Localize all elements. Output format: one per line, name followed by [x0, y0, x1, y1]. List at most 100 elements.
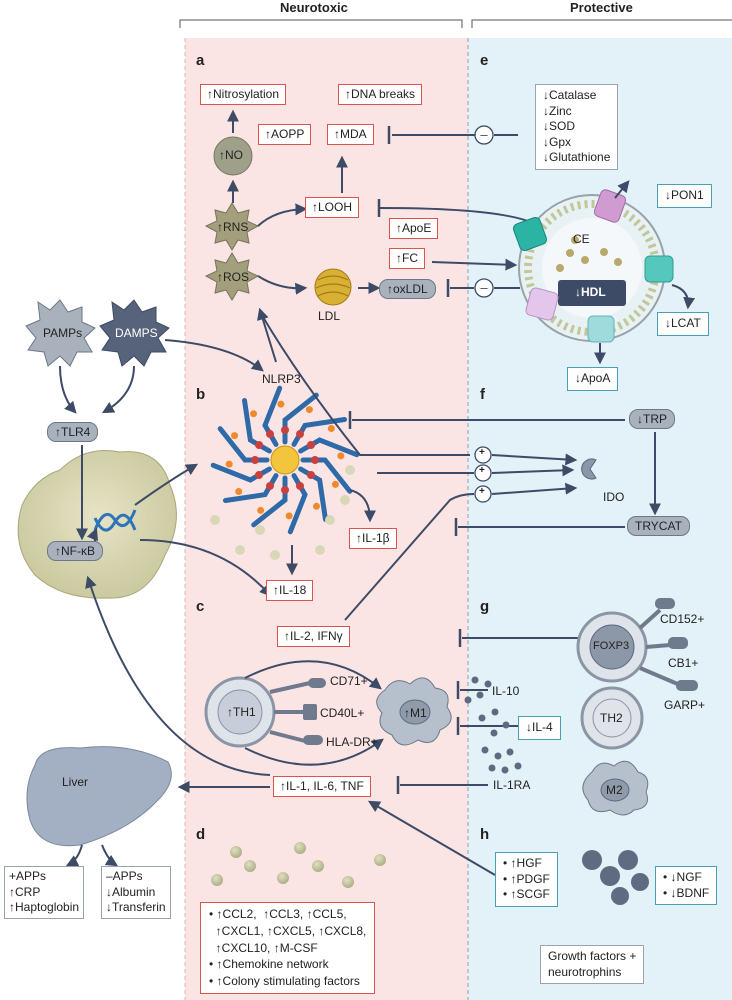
pamps-shape	[25, 299, 96, 367]
inflammasome-arm	[291, 417, 348, 447]
inflammasome-node	[337, 452, 345, 460]
il1b-box: ↑IL-1β	[349, 528, 397, 549]
inflammasome-arm	[282, 392, 319, 445]
svg-text:–: –	[480, 280, 488, 295]
growth-caption-line: Growth factors +	[548, 949, 637, 963]
antioxidant-item: ↓SOD	[543, 119, 576, 134]
cd40l-label: CD40L+	[320, 706, 365, 720]
inflammasome-node	[235, 487, 243, 495]
rns-star	[204, 202, 260, 251]
ce-label: CE	[573, 232, 590, 246]
dna-breaks-box: ↑DNA breaks	[338, 84, 423, 105]
ldl-label: LDL	[318, 309, 341, 323]
inflammasome-node	[250, 410, 258, 418]
il4-box: ↓IL-4	[518, 716, 561, 740]
nfkb-pill: ↑NF-κB	[47, 541, 103, 562]
pamps-label: PAMPs	[43, 326, 83, 340]
plus-label-2: +	[479, 465, 485, 476]
acute-phase-item: ↓Transferin	[106, 900, 166, 915]
no-circle	[213, 136, 253, 176]
th2-label: TH2	[600, 711, 623, 725]
th1-label: ↑TH1	[227, 705, 256, 719]
cd71-label: CD71+	[330, 674, 368, 688]
chemokine-box: • ↑CCL2, ↑CCL3, ↑CCL5, ↑CXCL1, ↑CXCL5, ↑…	[200, 902, 376, 994]
inflammasome-arm	[242, 397, 272, 454]
neurotoxic-bracket	[179, 19, 463, 28]
aopp-box: ↑AOPP	[258, 124, 312, 145]
no-label: ↑NO	[219, 148, 243, 162]
inflammasome-arm	[298, 437, 360, 458]
fc-box: ↑FC	[389, 248, 425, 269]
plus-label-1: +	[479, 447, 485, 458]
trycat-pill: TRYCAT	[627, 516, 690, 537]
chemokine-item: ↑CXCL10, ↑M-CSF	[209, 940, 318, 955]
growth-factor-item: • ↑SCGF	[503, 887, 550, 902]
antioxidant-item: ↓Gpx	[543, 134, 572, 149]
tlr4-pill: ↑TLR4	[47, 422, 99, 443]
il1ra-label: IL-1RA	[493, 778, 531, 792]
growth-factor-item: • ↓NGF	[663, 870, 702, 884]
acute-phase-item: ↑Haptoglobin	[9, 900, 80, 915]
antioxidants-box: ↓Catalase ↓Zinc ↓SOD ↓Gpx ↓Glutathione	[535, 84, 619, 170]
inflammasome-node	[306, 471, 315, 479]
growth-up-box: • ↑HGF • ↑PDGF • ↑SCGF	[495, 852, 558, 907]
inflammasome-arm	[262, 385, 283, 447]
inflammasome-node	[277, 400, 285, 408]
cb1-label: CB1+	[668, 656, 699, 670]
mda-box: ↑MDA	[327, 124, 374, 145]
ido-enzyme	[581, 458, 597, 480]
il1-il6-tnf-box: ↑IL-1, IL-6, TNF	[273, 776, 371, 797]
acute-phase-down-box: –APPs ↓Albumin ↓Transferin	[101, 866, 171, 919]
liver-shape	[26, 746, 172, 847]
lcat-box: ↓LCAT	[657, 312, 709, 336]
panel-label-h: h	[480, 826, 490, 843]
apoa-box: ↓ApoA	[567, 367, 619, 391]
inflammasome-node	[266, 481, 274, 490]
inflammasome-node	[331, 480, 339, 488]
inflammasome-node	[306, 441, 315, 449]
nlrp3-label: NLRP3	[262, 372, 301, 386]
acute-phase-item: –APPs	[106, 869, 143, 883]
panel-label-f: f	[480, 386, 485, 403]
ros-label: ↑ROS	[217, 270, 250, 284]
rns-label: ↑RNS	[217, 220, 249, 234]
panel-label-g: g	[480, 598, 490, 615]
inflammasome-node	[255, 471, 264, 479]
ros-star	[204, 252, 260, 301]
inflammasome-node	[305, 406, 313, 414]
il10-label: IL-10	[492, 684, 520, 698]
il10-particles	[464, 676, 522, 774]
foxp3-label: FOXP3	[593, 640, 630, 652]
acute-phase-up-box: +APPs ↑CRP ↑Haptoglobin	[4, 866, 85, 919]
cytokine-dots-b	[210, 465, 355, 560]
minus-node-oxldl	[474, 278, 494, 298]
damps-label: DAMPS	[115, 326, 158, 340]
inflammasome-node	[296, 430, 304, 439]
ldl-particle	[314, 268, 352, 306]
dna-helix	[93, 509, 137, 532]
damps-shape	[99, 299, 170, 367]
m2-label: M2	[606, 783, 623, 797]
growth-caption-line: neurotrophins	[548, 964, 622, 979]
acute-phase-item: ↑CRP	[9, 884, 41, 899]
inflammasome-arm	[222, 473, 279, 503]
panel-label-e: e	[480, 52, 489, 69]
hladr-label: HLA-DR+	[326, 735, 378, 749]
antioxidant-item: ↓Catalase	[543, 88, 597, 102]
ido-label: IDO	[603, 490, 625, 504]
liver-label: Liver	[62, 775, 89, 789]
inflammasome-node	[285, 512, 293, 520]
inflammasome-arm	[210, 462, 272, 483]
inflammasome-node	[231, 432, 239, 440]
hdl-label: ↓HDL	[575, 285, 606, 299]
inflammasome-node	[255, 441, 264, 449]
growth-factor-item: • ↑PDGF	[503, 871, 550, 886]
chemokine-item: • ↑Colony stimulating factors	[209, 974, 360, 989]
growth-caption-box: Growth factors + neurotrophins	[540, 945, 645, 985]
chemokine-item: ↑CXCL1, ↑CXCL5, ↑CXCL8,	[209, 923, 367, 938]
inflammasome-node	[311, 456, 319, 464]
panel-label-a: a	[196, 52, 205, 69]
panel-label-d: d	[196, 826, 206, 843]
cd152-label: CD152+	[660, 612, 705, 626]
inflammasome-node	[225, 460, 233, 468]
